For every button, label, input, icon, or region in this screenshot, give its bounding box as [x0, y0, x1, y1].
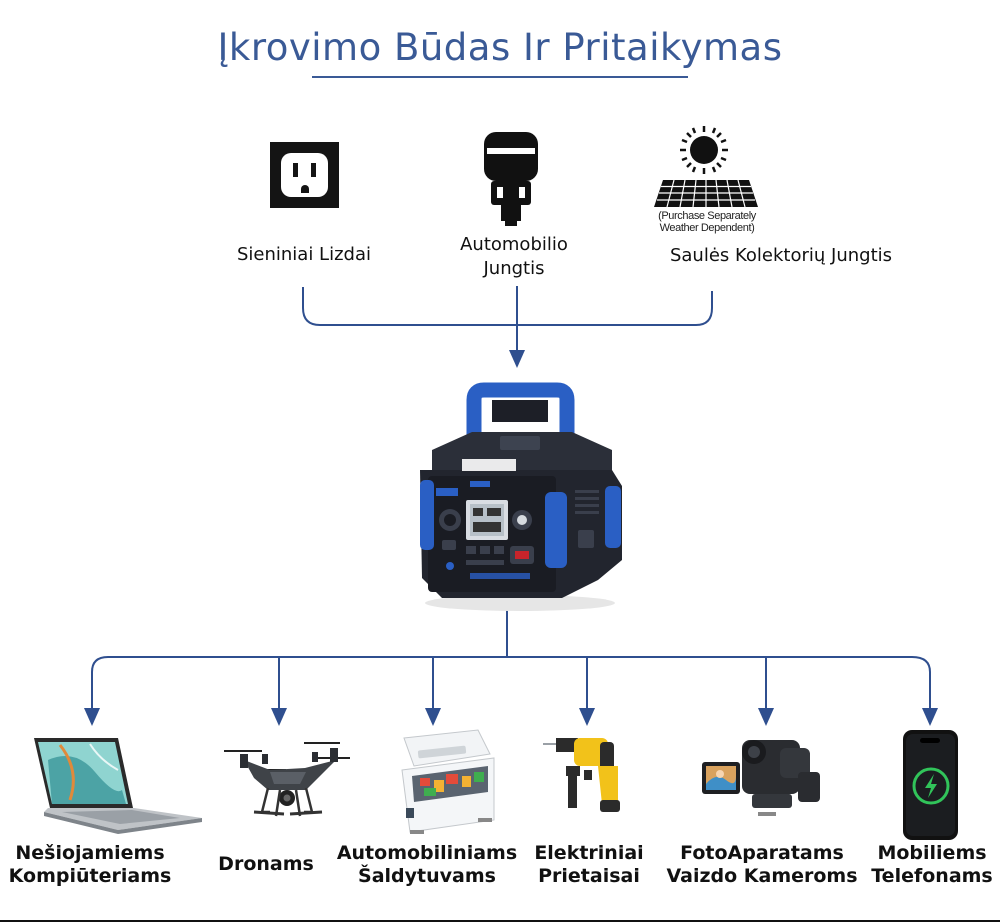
video-camera-icon	[702, 740, 820, 816]
wall-outlet-icon	[270, 142, 339, 208]
solar-panel-icon	[654, 126, 758, 208]
device-label-drone: Dronams	[218, 853, 314, 875]
source-label-solar: Saulės Kolektorių Jungtis	[669, 245, 893, 266]
arrow-laptop	[84, 656, 109, 726]
solar-note: (Purchase Separately Weather Dependent)	[658, 210, 756, 234]
drone-icon	[224, 742, 350, 817]
laptop-icon	[34, 738, 202, 834]
smartphone-icon	[903, 730, 958, 840]
device-label-fridge: Automobiliniams Šaldytuvams	[336, 842, 518, 887]
source-label-wall: Sieniniai Lizdai	[236, 244, 371, 265]
device-label-camera: FotoAparatams Vaizdo Kameroms	[666, 842, 858, 887]
source-merge-line	[302, 287, 713, 326]
page-title: Įkrovimo Būdas Ir Pritaikymas	[217, 26, 783, 69]
car-fridge-icon	[401, 729, 495, 834]
device-label-drill: Elektriniai Prietaisai	[534, 842, 644, 887]
device-label-laptop: Nešiojamiems Kompiūteriams	[8, 842, 172, 887]
source-label-car: Automobilio Jungtis	[460, 234, 568, 279]
car-charger-icon	[484, 132, 538, 226]
device-label-phone: Mobiliems Telefonams	[871, 842, 993, 887]
power-drill-icon	[543, 738, 620, 812]
bottom-border	[0, 920, 1000, 922]
arrow-phone	[911, 656, 938, 726]
title-underline	[312, 76, 688, 78]
